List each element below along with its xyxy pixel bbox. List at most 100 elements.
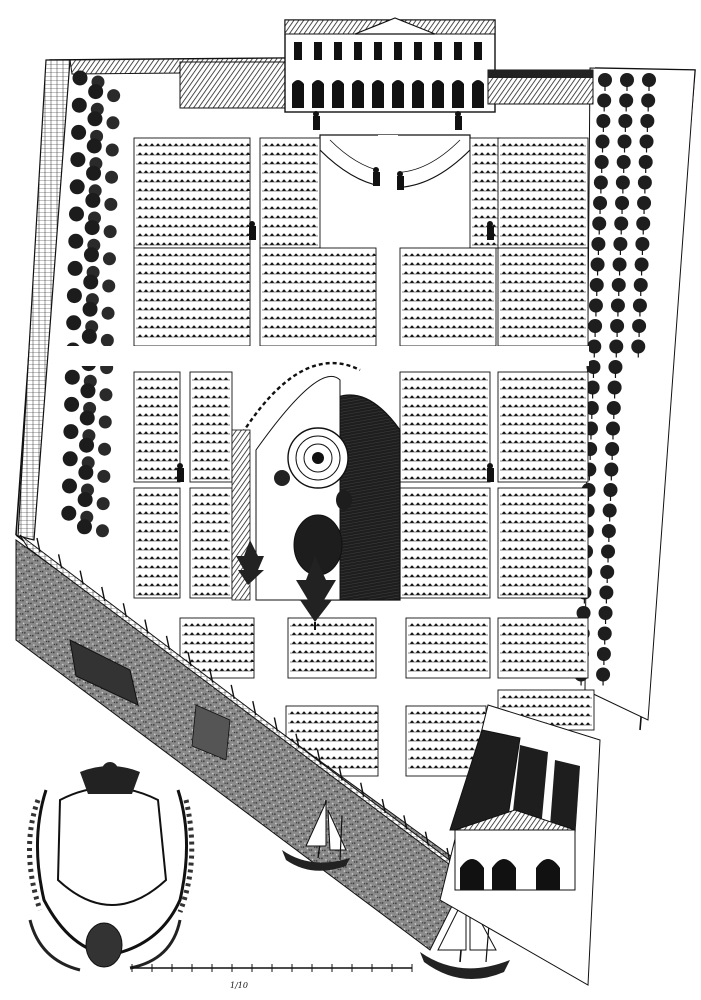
tree-icon xyxy=(62,478,77,494)
tree-icon xyxy=(606,401,621,419)
tree-icon xyxy=(66,315,82,331)
riverside-building xyxy=(69,639,231,761)
tree-icon xyxy=(62,451,78,467)
tree-icon xyxy=(632,298,647,317)
tree-icon xyxy=(98,415,112,429)
building-inset xyxy=(439,704,601,986)
tree-icon xyxy=(84,220,100,236)
planting-bed xyxy=(287,617,377,679)
tree-icon xyxy=(601,544,616,563)
tree-icon xyxy=(105,170,119,184)
east-orchard xyxy=(584,67,696,721)
planting-bed xyxy=(399,487,491,599)
river-posts xyxy=(36,537,451,863)
tree-icon xyxy=(635,237,650,255)
tree-icon xyxy=(589,278,604,296)
tree-icon xyxy=(102,279,116,293)
tree-icon xyxy=(611,278,626,296)
statue-icon xyxy=(249,221,256,240)
tree-icon xyxy=(598,73,612,91)
statue-icon xyxy=(455,111,462,130)
tree-icon xyxy=(83,247,99,263)
tree-icon xyxy=(77,492,93,508)
tree-icon xyxy=(594,155,609,173)
tree-icon xyxy=(636,216,651,235)
tree-icon xyxy=(610,319,625,337)
garden-paths xyxy=(64,135,589,366)
planting-bed xyxy=(399,247,497,347)
tree-icon xyxy=(632,319,647,337)
statue-icon xyxy=(373,167,380,186)
east-orchard-trees xyxy=(574,73,656,686)
tree-icon xyxy=(596,114,611,132)
tree-icon xyxy=(640,114,655,132)
tree-icon xyxy=(76,519,92,535)
tree-icon xyxy=(79,410,95,426)
tree-icon xyxy=(638,155,653,173)
scale-bar-icon xyxy=(131,964,413,972)
tree-icon xyxy=(634,257,649,276)
tree-icon xyxy=(599,585,614,604)
tree-icon xyxy=(587,339,602,358)
garden-statues xyxy=(177,111,494,482)
ship-icon xyxy=(282,799,350,871)
planting-bed xyxy=(133,487,181,599)
tree-icon xyxy=(68,233,84,249)
tree-icon xyxy=(107,89,121,103)
tree-icon xyxy=(615,196,630,214)
tree-icon xyxy=(64,369,80,385)
planting-bed xyxy=(497,247,589,347)
cartouche-icon xyxy=(26,762,195,972)
tree-icon xyxy=(97,469,111,483)
tree-icon xyxy=(593,196,608,214)
statue-icon xyxy=(487,221,494,240)
tree-icon xyxy=(605,421,620,440)
tree-icon xyxy=(637,196,652,214)
tree-icon xyxy=(591,237,606,255)
tree-icon xyxy=(63,424,79,440)
tree-icon xyxy=(61,505,77,521)
tree-icon xyxy=(608,360,623,378)
tree-icon xyxy=(603,483,618,501)
tree-icon xyxy=(619,93,634,112)
tree-icon xyxy=(83,274,99,290)
tree-icon xyxy=(618,114,633,132)
tree-icon xyxy=(69,206,84,222)
villa-building xyxy=(179,17,594,113)
tree-icon xyxy=(78,464,94,480)
planting-bed xyxy=(133,247,251,347)
tree-icon xyxy=(590,257,605,276)
tree-icon xyxy=(82,301,98,317)
tree-icon xyxy=(106,116,120,130)
planting-bed xyxy=(189,371,233,483)
tree-icon xyxy=(101,306,115,320)
planting-bed xyxy=(399,371,491,483)
tree-icon xyxy=(641,93,656,112)
tree-icon xyxy=(88,84,104,100)
tree-icon xyxy=(102,252,116,266)
tree-icon xyxy=(236,470,336,630)
tree-icon xyxy=(99,388,113,402)
tree-icon xyxy=(600,565,615,583)
tree-icon xyxy=(96,497,110,511)
west-wall xyxy=(17,59,71,541)
tree-icon xyxy=(67,260,83,276)
tree-icon xyxy=(595,134,610,153)
tree-icon xyxy=(71,97,87,113)
statue-icon xyxy=(487,463,494,482)
tree-icon xyxy=(602,503,617,522)
planting-bed xyxy=(497,371,589,483)
tree-icon xyxy=(633,278,648,296)
planting-bed xyxy=(133,137,251,249)
small-pond xyxy=(336,490,352,510)
statue-icon xyxy=(397,171,404,190)
tree-icon xyxy=(617,134,632,153)
tree-icon xyxy=(80,383,96,399)
tree-icon xyxy=(596,667,611,686)
tree-icon xyxy=(615,175,630,194)
tree-icon xyxy=(588,319,603,337)
tree-icon xyxy=(637,175,652,194)
tree-icon xyxy=(586,360,601,378)
tree-icon xyxy=(87,111,103,127)
